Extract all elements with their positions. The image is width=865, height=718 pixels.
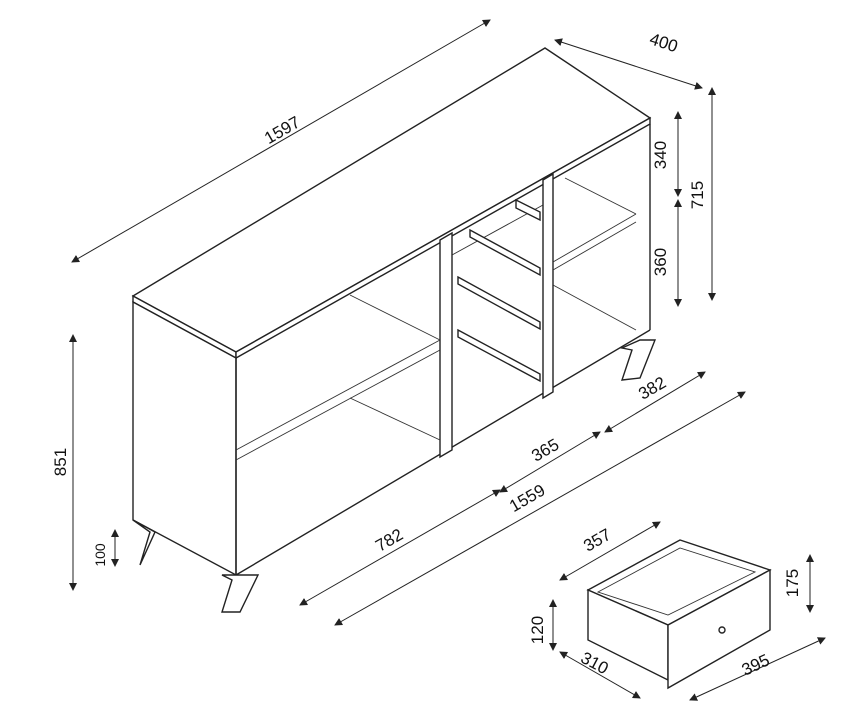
drawer-knob	[718, 626, 726, 634]
dim-1559: 1559	[506, 481, 548, 516]
dim-310: 310	[578, 648, 612, 678]
leg-back-left	[132, 519, 156, 566]
dim-1597: 1597	[261, 113, 303, 148]
leg-front-left	[221, 574, 260, 613]
dim-400: 400	[647, 29, 680, 56]
dim-395: 395	[739, 650, 773, 679]
dim-782: 782	[372, 525, 406, 556]
dim-340: 340	[651, 141, 670, 169]
leg-right	[619, 339, 657, 381]
dim-120: 120	[528, 616, 547, 644]
dimension-lines	[69, 19, 826, 701]
dim-715: 715	[688, 181, 707, 209]
dim-100: 100	[92, 543, 108, 567]
dim-365: 365	[528, 435, 562, 466]
drawer	[586, 539, 772, 690]
dim-851: 851	[51, 448, 70, 476]
drawer-runners	[457, 198, 541, 383]
dim-360: 360	[651, 248, 670, 276]
dim-175: 175	[783, 569, 802, 597]
